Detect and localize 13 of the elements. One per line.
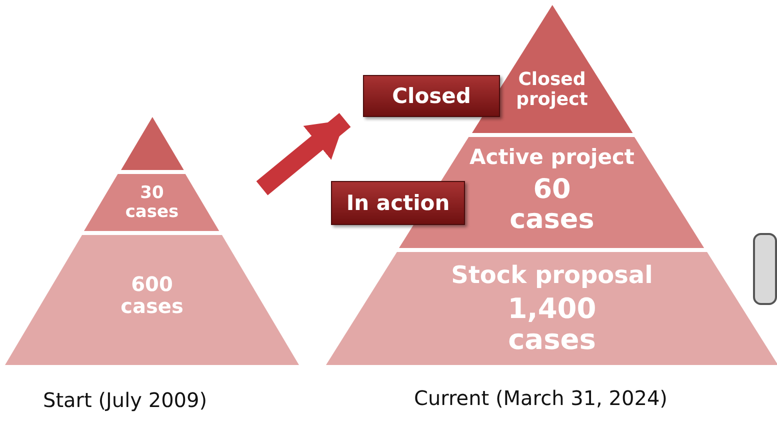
pyramid-caption: Current (March 31, 2024) <box>414 386 668 410</box>
side-panel <box>753 233 777 305</box>
tier-label: Active project <box>468 146 636 170</box>
arrow <box>256 113 351 196</box>
case-count: 60 cases <box>508 175 596 234</box>
status-tag: In action <box>331 181 465 225</box>
pyramid-caption: Start (July 2009) <box>43 388 208 412</box>
tier-label: 30 cases <box>124 184 180 222</box>
status-tag: Closed <box>363 75 500 117</box>
tier-label: Closed project <box>515 70 589 110</box>
tier-label: Stock proposal <box>450 262 654 288</box>
case-count: 1,400 cases <box>506 294 598 356</box>
tier-label: 600 cases <box>120 273 184 317</box>
